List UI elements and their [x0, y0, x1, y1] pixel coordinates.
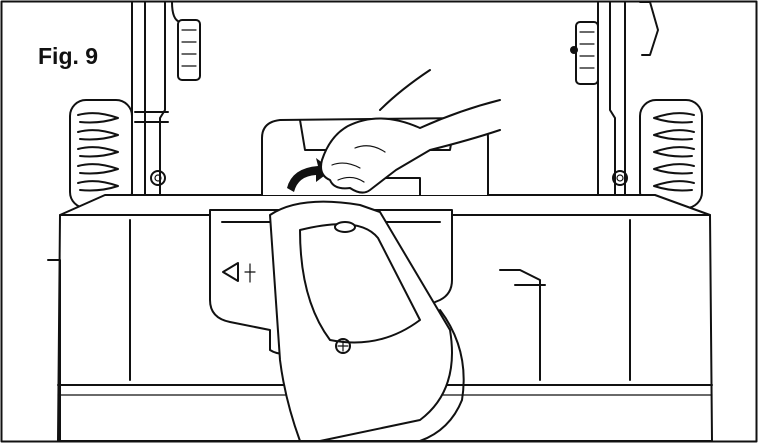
direction-triangle-icon: [222, 262, 256, 283]
discharge-chute: [269, 200, 465, 442]
right-wheel: [639, 99, 703, 209]
figure-label: Fig. 9: [36, 42, 105, 70]
hand-icon: [320, 69, 501, 194]
right-handle: [570, 1, 659, 201]
left-handle: [131, 1, 201, 201]
left-wheel: [69, 99, 133, 209]
chute-lock-knob: [335, 338, 351, 354]
